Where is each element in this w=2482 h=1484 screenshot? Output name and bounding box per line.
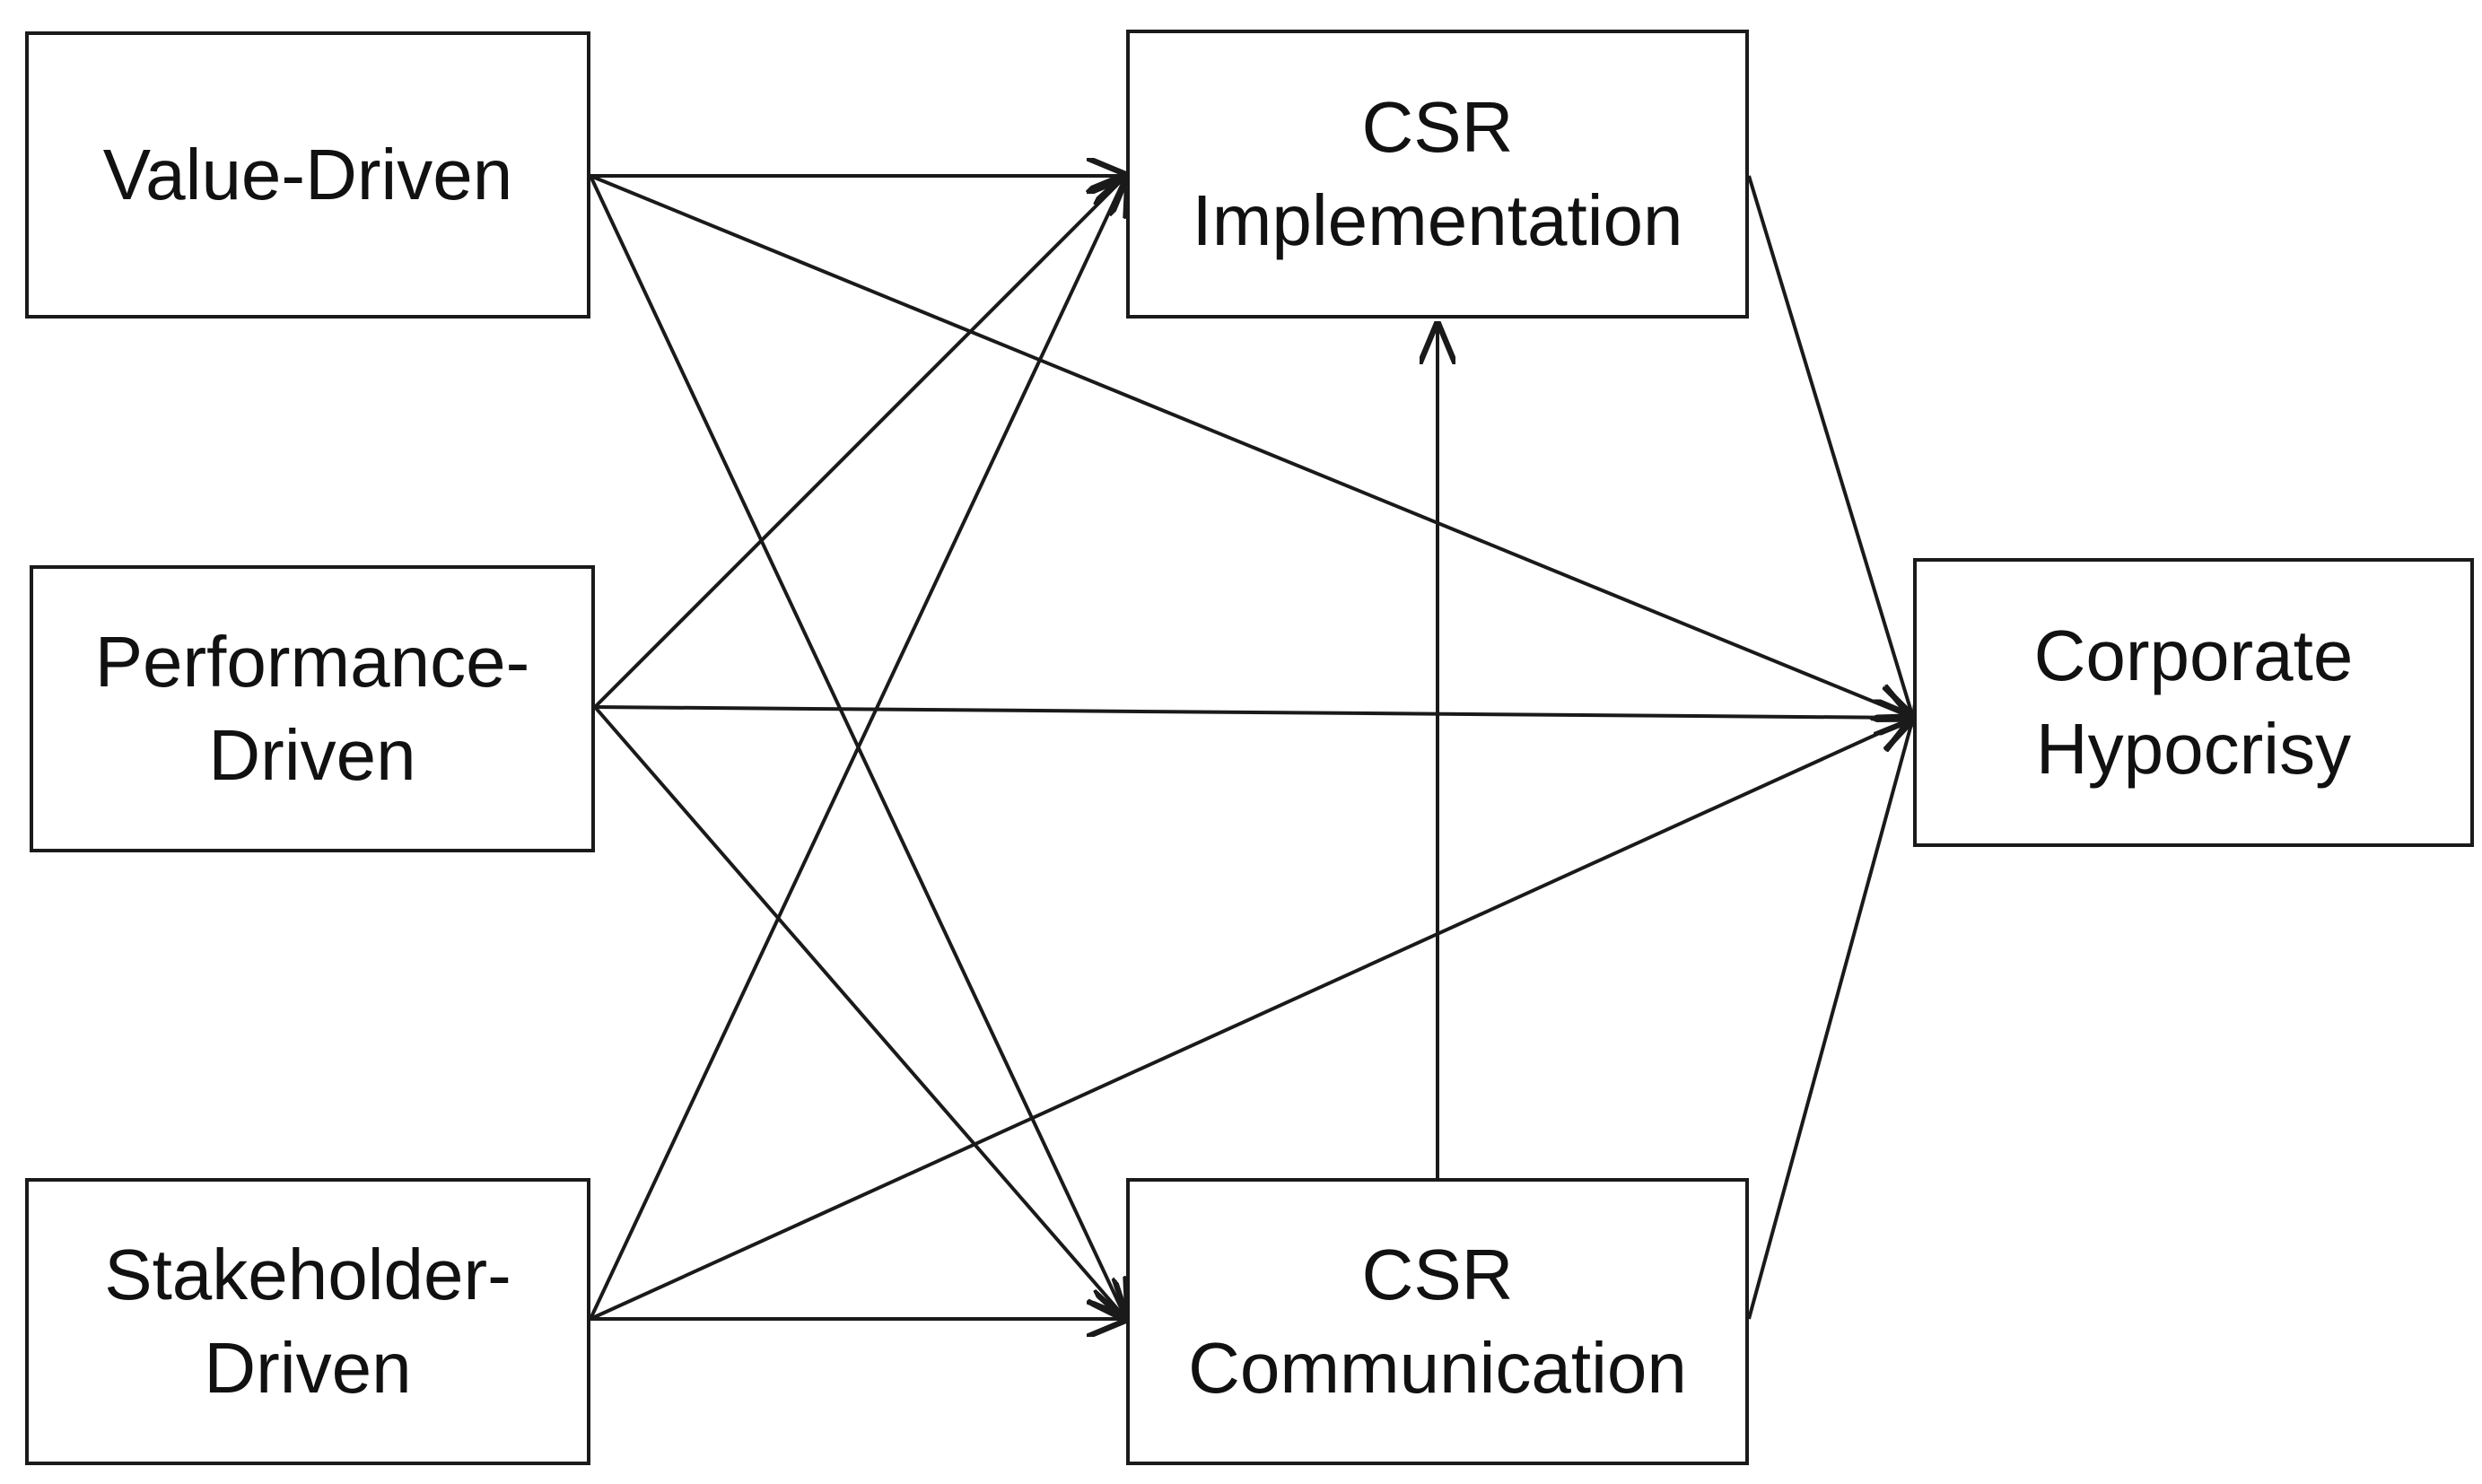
- node-stakeholder-driven: Stakeholder- Driven: [25, 1178, 590, 1465]
- node-corporate-hypocrisy: Corporate Hypocrisy: [1913, 558, 2474, 847]
- node-value-driven: Value-Driven: [25, 31, 590, 319]
- edge-stakeholder-driven-to-csr-implementation: [589, 176, 1126, 1320]
- edge-csr-communication-to-corporate-hypocrisy: [1747, 718, 1913, 1320]
- edge-csr-implementation-to-corporate-hypocrisy: [1747, 175, 1913, 718]
- node-performance-driven: Performance- Driven: [30, 565, 595, 852]
- node-label: Value-Driven: [102, 135, 513, 214]
- node-label: Performance- Driven: [94, 622, 530, 795]
- node-label: CSR Implementation: [1192, 87, 1683, 260]
- node-label: CSR Communication: [1188, 1235, 1687, 1408]
- node-label: Corporate Hypocrisy: [2033, 615, 2354, 789]
- edge-performance-driven-to-corporate-hypocrisy: [594, 707, 1913, 718]
- node-csr-implementation: CSR Implementation: [1126, 30, 1749, 319]
- node-csr-communication: CSR Communication: [1126, 1178, 1749, 1465]
- edge-performance-driven-to-csr-communication: [593, 705, 1126, 1319]
- edge-stakeholder-driven-to-corporate-hypocrisy: [590, 718, 1913, 1321]
- edge-value-driven-to-corporate-hypocrisy: [590, 174, 1913, 718]
- node-label: Stakeholder- Driven: [104, 1235, 511, 1408]
- edge-performance-driven-to-csr-implementation: [593, 176, 1126, 709]
